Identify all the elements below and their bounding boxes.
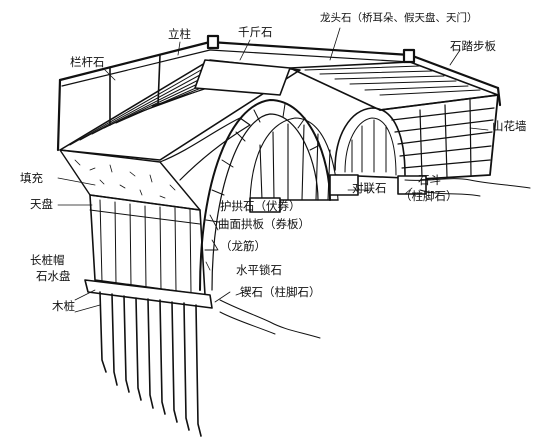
label-shan-hua-qiang: 山花墙 xyxy=(492,119,527,133)
label-long-tou-shi: 龙头石（桥耳朵、假天盘、天门） xyxy=(320,12,478,24)
label-li-zhu: 立柱 xyxy=(168,27,191,41)
spandrel-wall xyxy=(379,94,499,181)
label-chang-zhuang-mao: 长桩帽 xyxy=(30,253,65,267)
label-qu-mian-gong-ban: 曲面拱板（券板） xyxy=(218,217,310,231)
label-xie-shi: 锲石（柱脚石） xyxy=(240,285,321,299)
label-dui-lian-shi: 对联石 xyxy=(352,181,387,195)
label-zhu-jiao-shi: （柱脚石） xyxy=(400,189,458,203)
label-shi-ta-bu-ban: 石踏步板 xyxy=(450,39,496,53)
water-lines xyxy=(219,178,531,339)
leader-lines xyxy=(57,27,489,313)
label-shi-dou: 石斗 xyxy=(418,173,441,187)
steps-right xyxy=(289,61,499,111)
left-pier xyxy=(84,194,213,309)
label-tian-chong: 填充 xyxy=(20,171,43,185)
label-tian-pan: 天盘 xyxy=(30,197,53,211)
wooden-piles xyxy=(99,291,202,437)
label-shui-ping-suo-shi: 水平锁石 xyxy=(236,263,282,277)
label-qian-jin-shi: 千斤石 xyxy=(238,25,273,39)
label-hu-gong-shi: 护拱石（伏券） xyxy=(220,199,301,213)
railing xyxy=(56,34,502,152)
main-arch xyxy=(199,99,331,291)
label-shi-shui-pan: 石水盘 xyxy=(36,269,71,283)
second-arch xyxy=(334,107,406,179)
label-lan-gan-shi: 栏杆石 xyxy=(70,55,105,69)
label-long-jin: （龙筋） xyxy=(220,239,266,253)
qianjin-stone xyxy=(194,59,291,96)
label-mu-zhuang: 木桩 xyxy=(52,299,75,313)
